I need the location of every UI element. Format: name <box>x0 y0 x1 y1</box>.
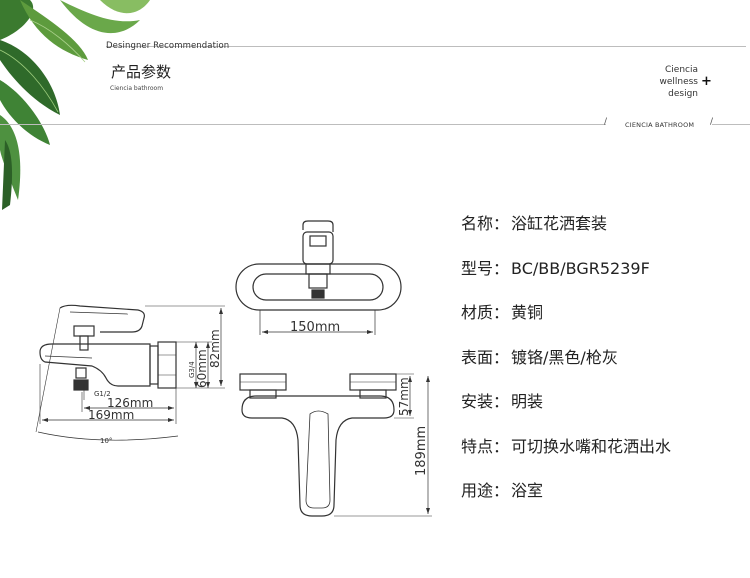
spec-separator: ： <box>493 347 510 367</box>
header-bottom-line <box>0 124 750 125</box>
spec-label: 表面 <box>461 347 494 367</box>
spec-row: 名称：浴缸花洒套装 <box>461 213 671 258</box>
brand-line: design <box>668 89 698 99</box>
spec-value: BC/BB/BGR5239F <box>511 258 650 278</box>
dim-top-width: 150mm <box>290 320 340 335</box>
dim-side-height: 82mm <box>208 329 222 368</box>
dim-front-189: 189mm <box>414 426 429 476</box>
spec-row: 安装：明装 <box>461 391 671 436</box>
dim-angle: 10° <box>100 437 112 445</box>
spec-value: 镀铬/黑色/枪灰 <box>511 347 618 367</box>
slash-right: / <box>710 117 714 127</box>
spec-separator: ： <box>493 214 510 233</box>
spec-label: 名称 <box>461 214 494 233</box>
front-view <box>239 373 432 517</box>
spec-value: 可切换水嘴和花洒出水 <box>511 436 672 456</box>
slash-left: / <box>604 117 608 127</box>
spec-label: 安装 <box>461 392 494 411</box>
spec-label: 材质 <box>461 303 494 322</box>
header-top-line <box>106 46 746 47</box>
spec-separator: ： <box>493 392 510 411</box>
plus-icon: + <box>701 74 712 89</box>
spec-row: 表面：镀铬/黑色/枪灰 <box>461 347 671 392</box>
spec-value: 明装 <box>511 392 544 411</box>
dim-front-57: 57mm <box>397 377 411 416</box>
side-view <box>35 304 225 441</box>
page-title: 产品参数 <box>111 63 172 81</box>
dim-thread-g34: G3/4 <box>188 361 196 378</box>
spec-row: 用途：浴室 <box>461 480 671 525</box>
dim-side-126: 126mm <box>107 396 153 410</box>
spec-separator: ： <box>493 481 510 500</box>
spec-row: 材质：黄铜 <box>461 302 671 347</box>
spec-label: 特点 <box>461 436 494 456</box>
dim-side-base: 60mm <box>195 349 209 388</box>
page-subtitle: Ciencia bathroom <box>110 85 164 92</box>
top-view <box>235 220 402 335</box>
brand-block: Ciencia wellness design <box>640 64 698 100</box>
spec-label: 型号 <box>461 258 494 278</box>
spec-separator: ： <box>493 436 510 456</box>
spec-separator: ： <box>493 258 510 278</box>
brand-line: Ciencia <box>665 65 698 75</box>
spec-label: 用途 <box>461 481 494 500</box>
dim-side-169: 169mm <box>88 408 134 422</box>
spec-separator: ： <box>493 303 510 322</box>
spec-list: 名称：浴缸花洒套装 型号：BC/BB/BGR5239F 材质：黄铜 表面：镀铬/… <box>461 213 671 525</box>
spec-row: 特点：可切换水嘴和花洒出水 <box>461 436 671 481</box>
leaf-decoration <box>0 0 150 210</box>
dim-thread-g12: G1/2 <box>94 390 111 398</box>
spec-value: 浴室 <box>511 481 544 500</box>
designer-recommendation: Desingner Recommendation <box>106 41 230 51</box>
spec-value: 黄铜 <box>511 303 544 322</box>
brand-divider <box>606 124 712 125</box>
brand-line: wellness <box>659 77 698 87</box>
spec-value: 浴缸花洒套装 <box>511 214 608 233</box>
spec-row: 型号：BC/BB/BGR5239F <box>461 258 671 303</box>
brand-tagline: CIENCIA BATHROOM <box>625 121 695 129</box>
